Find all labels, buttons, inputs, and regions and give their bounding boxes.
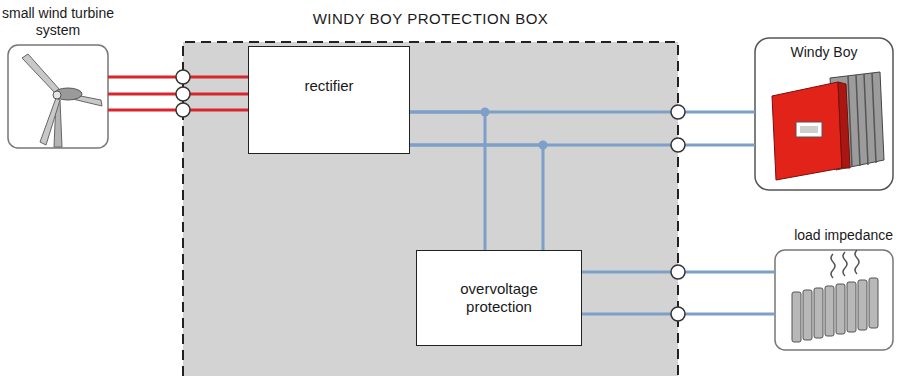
terminal (671, 307, 685, 321)
turbine-box: small wind turbine system (8, 45, 108, 148)
protection-box: WINDY BOY PROTECTION BOXrectifierovervol… (183, 42, 678, 376)
terminal (671, 138, 685, 152)
node-label: rectifier (249, 77, 409, 95)
wind-turbine-illustration (8, 45, 108, 148)
terminal (176, 87, 190, 101)
junction-dot (539, 141, 548, 150)
node-label: Windy Boy (755, 44, 893, 61)
rectifier-box: rectifier (248, 46, 410, 154)
inverter-illustration (755, 38, 893, 190)
wire-connector (410, 108, 548, 251)
heater-illustration (775, 250, 893, 350)
wire (410, 112, 485, 250)
junction-dot (481, 108, 490, 117)
terminal (671, 265, 685, 279)
protection-box-ground (183, 42, 678, 376)
node-label: overvoltage protection (434, 280, 564, 316)
terminal (671, 105, 685, 119)
protection-box-border (183, 42, 678, 376)
terminal (176, 70, 190, 84)
protection-module-box: overvoltage protection (416, 250, 582, 346)
wire (410, 145, 543, 250)
terminal (176, 103, 190, 117)
node-label: small wind turbine system (0, 5, 133, 39)
node-label: load impedance (794, 227, 893, 244)
inverter-box: Windy Boy (755, 38, 893, 190)
load-box: load impedance (775, 250, 893, 350)
node-label: WINDY BOY PROTECTION BOX (183, 10, 678, 28)
wire-connector (410, 112, 755, 145)
